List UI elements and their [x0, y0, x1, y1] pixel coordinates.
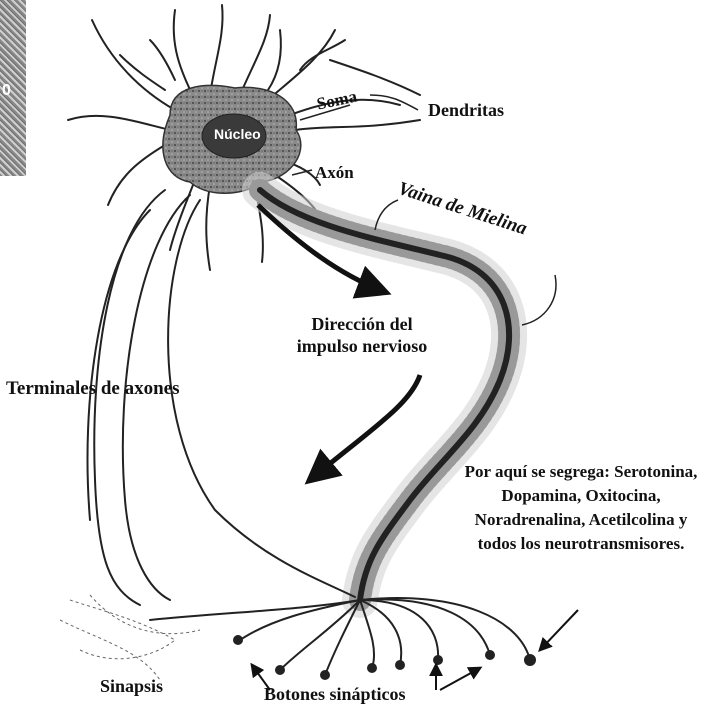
synapse-area — [60, 595, 200, 680]
label-sinapsis: Sinapsis — [100, 676, 163, 698]
arrow-icon — [440, 668, 480, 690]
arrow-icon — [540, 610, 578, 650]
label-nucleo: Núcleo — [214, 126, 261, 143]
label-por-aqui-se-segrega: Por aquí se segrega: Serotonina, Dopamin… — [456, 460, 706, 557]
arrow-icon — [310, 375, 420, 480]
label-botones-sinapticos: Botones sinápticos — [264, 684, 406, 706]
label-axon: Axón — [315, 163, 354, 183]
label-terminales-axones: Terminales de axones — [6, 378, 179, 401]
label-direccion-impulso: Dirección del impulso nervioso — [282, 314, 442, 357]
label-dendritas: Dendritas — [428, 100, 504, 122]
callout-arrows — [252, 610, 578, 690]
synaptic-boutons — [233, 635, 536, 680]
